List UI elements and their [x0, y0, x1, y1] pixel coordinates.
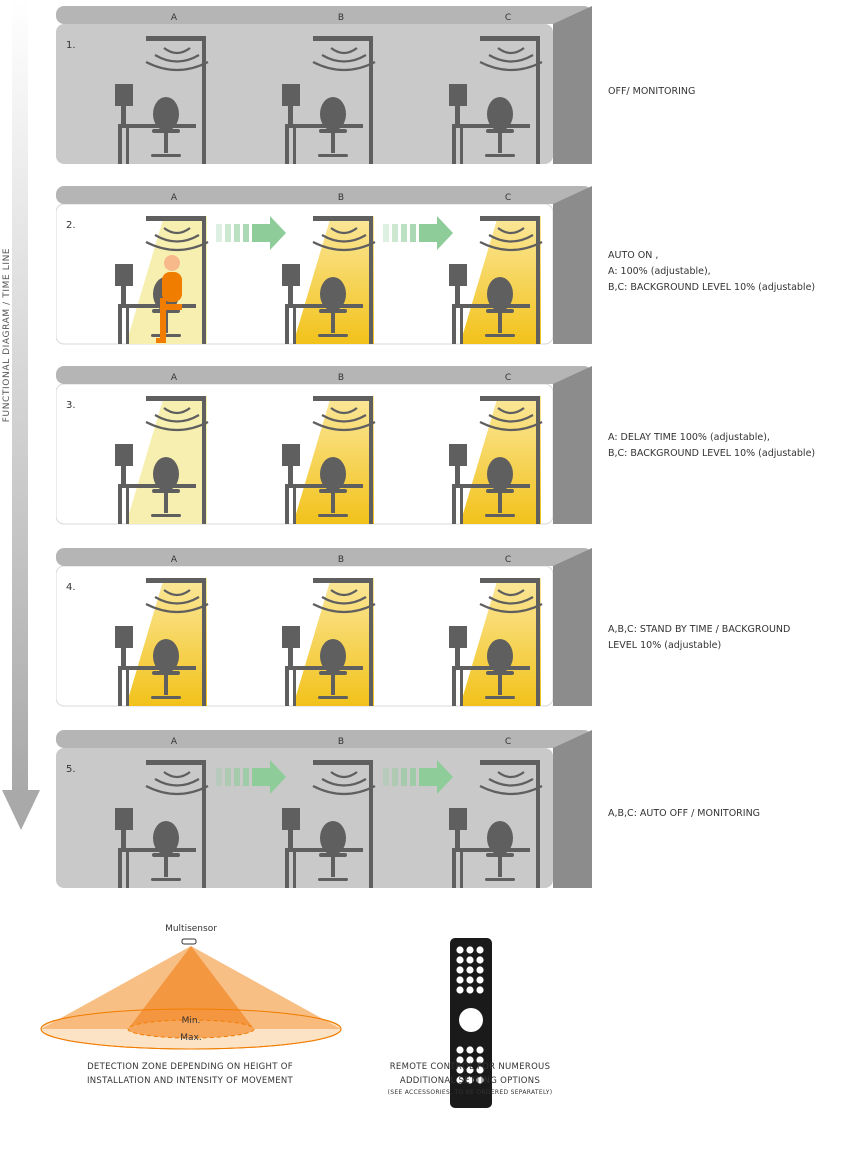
workstation-icon — [282, 36, 376, 164]
workstation-icon — [282, 578, 376, 706]
transition-arrow — [216, 216, 286, 250]
step-description: AUTO ON , A: 100% (adjustable), B,C: BACKG… — [608, 248, 854, 296]
step-description-line: B,C: BACKGROUND LEVEL 10% (adjustable) — [608, 282, 816, 293]
timeline-arrow — [2, 0, 40, 830]
column-label: B — [337, 555, 345, 565]
column-label: A — [170, 373, 178, 383]
remote-note: (SEE ACCESSORIES, TO BE ORDERED SEPARATE… — [387, 1089, 553, 1096]
step-description: A,B,C: STAND BY TIME / BACKGROUND LEVEL 1… — [608, 622, 854, 654]
transition-arrow — [216, 760, 286, 794]
workstation-icon — [115, 396, 209, 524]
workstation-icon — [449, 216, 543, 344]
person-icon — [156, 255, 182, 343]
column-label: A — [170, 193, 178, 203]
workstation-icon — [449, 36, 543, 164]
column-label: C — [504, 193, 512, 203]
column-label: A — [170, 555, 178, 565]
workstation-icon — [449, 578, 543, 706]
step-number: 4. — [66, 582, 76, 593]
workstation-icon — [115, 578, 209, 706]
step-number: 5. — [66, 764, 76, 775]
ceiling — [56, 6, 592, 24]
step-number: 2. — [66, 220, 76, 231]
column-label: C — [504, 737, 512, 747]
side-wall — [553, 366, 592, 524]
min-cone — [128, 946, 254, 1029]
transition-arrow — [383, 760, 453, 794]
min-zone-ellipse — [127, 1019, 255, 1039]
side-wall — [553, 6, 592, 164]
column-label: A — [170, 13, 178, 23]
workstation-icon — [115, 760, 209, 888]
side-wall — [553, 730, 592, 888]
workstation-icon — [282, 396, 376, 524]
room-back — [56, 24, 553, 164]
step-scene: A B C 2. — [56, 186, 592, 346]
step-description-line: A,B,C: STAND BY TIME / BACKGROUND — [608, 624, 791, 635]
ceiling — [56, 366, 592, 384]
detection-cone — [40, 938, 342, 1050]
ceiling — [56, 730, 592, 748]
workstation-icon — [115, 36, 209, 164]
step-number: 3. — [66, 400, 76, 411]
step-description: A,B,C: AUTO OFF / MONITORING — [608, 806, 854, 822]
detection-caption-line: INSTALLATION AND INTENSITY OF MOVEMENT — [86, 1076, 294, 1086]
remote-caption-line: ADDITIONAL SETTING OPTIONS — [399, 1076, 541, 1086]
detection-caption: DETECTION ZONE DEPENDING ON HEIGHT OF IN… — [30, 1060, 350, 1088]
column-label: B — [337, 13, 345, 23]
step-scene: A B C 1. — [56, 6, 592, 166]
ceiling — [56, 186, 592, 204]
multisensor-icon — [181, 938, 197, 945]
workstation-icon — [282, 760, 376, 888]
detection-zone: Multisensor Min. Max. — [36, 920, 346, 1135]
multisensor-label: Multisensor — [165, 924, 217, 934]
column-label: C — [504, 555, 512, 565]
step-description-line: B,C: BACKGROUND LEVEL 10% (adjustable) — [608, 448, 816, 459]
workstation-icon — [282, 216, 376, 344]
remote-caption-line: REMOTE CONTROL FOR NUMEROUS — [389, 1062, 551, 1072]
column-label: B — [337, 737, 345, 747]
column-label: A — [170, 737, 178, 747]
step-description: OFF/ MONITORING — [608, 84, 854, 100]
workstation-icon — [449, 760, 543, 888]
step-description: A: DELAY TIME 100% (adjustable), B,C: BAC… — [608, 430, 854, 462]
step-description-line: AUTO ON , — [608, 250, 659, 261]
step-description-line: A: DELAY TIME 100% (adjustable), — [608, 432, 770, 443]
timeline: FUNCTIONAL DIAGRAM / TIME LINE — [0, 0, 46, 840]
column-label: B — [337, 193, 345, 203]
max-label: Max. — [180, 1033, 202, 1043]
ceiling — [56, 548, 592, 566]
step-description-line: A: 100% (adjustable), — [608, 266, 711, 277]
min-label: Min. — [181, 1016, 201, 1026]
step-scene: A B C 4. — [56, 548, 592, 708]
column-label: C — [504, 373, 512, 383]
column-label: B — [337, 373, 345, 383]
remote-control-icon — [450, 938, 492, 1108]
step-description-line: OFF/ MONITORING — [608, 86, 696, 97]
side-wall — [553, 186, 592, 344]
side-wall — [553, 548, 592, 706]
column-label: C — [504, 13, 512, 23]
step-scene: A B C 3. — [56, 366, 592, 526]
transition-arrow — [383, 216, 453, 250]
step-description-line: LEVEL 10% (adjustable) — [608, 640, 722, 651]
remote-caption: REMOTE CONTROL FOR NUMEROUS ADDITIONAL S… — [340, 1060, 600, 1097]
step-number: 1. — [66, 40, 76, 51]
step-description-line: A,B,C: AUTO OFF / MONITORING — [608, 808, 761, 819]
step-scene: A B C 5. — [56, 730, 592, 890]
timeline-label: FUNCTIONAL DIAGRAM / TIME LINE — [2, 247, 12, 423]
detection-caption-line: DETECTION ZONE DEPENDING ON HEIGHT OF — [87, 1062, 293, 1072]
workstation-icon — [449, 396, 543, 524]
